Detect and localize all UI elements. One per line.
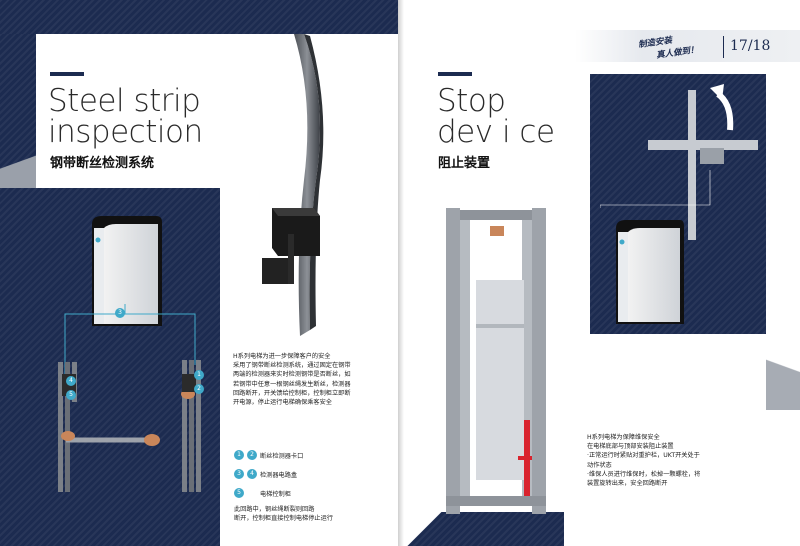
left-title-line2: inspection — [48, 114, 203, 150]
right-cabinet-image — [612, 218, 686, 326]
left-desc-line: 回路断开，开关馈给控制柜，控制柜立即断 — [233, 389, 351, 397]
legend-item-1: 1 2 断丝检测器卡口 — [234, 450, 303, 460]
steel-strip-closeup-image — [262, 34, 324, 336]
control-cabinet-image — [86, 214, 164, 328]
legend-item-2: 3 4 检测器电路盒 — [234, 469, 297, 479]
right-title-line2: dev i ce — [437, 114, 555, 150]
page-gutter-shadow — [398, 0, 404, 546]
left-desc-line: 两端的检测器来实时检测钢带是否断丝，如 — [233, 371, 351, 379]
left-description: H系列电梯为进一步保障客户的安全 采用了钢带断丝检测系统，通过固定在钢带 两端的… — [233, 352, 351, 407]
legend-bubble: 3 — [234, 469, 244, 479]
right-description: H系列电梯为保障维保安全 在电梯底部与顶部安装阻止装置 ·正常运行时紧贴对重护栏… — [587, 433, 700, 488]
right-grey-wedge — [766, 330, 800, 410]
left-top-navy-band — [0, 0, 400, 34]
legend-bubble: 1 — [234, 450, 244, 460]
left-desc-line: 采用了钢带断丝检测系统，通过固定在钢带 — [233, 362, 351, 370]
left-title-cn: 钢带断丝检测系统 — [50, 156, 155, 171]
right-bottom-white-wedge — [404, 512, 444, 546]
right-title-line1: Stop — [437, 83, 506, 119]
callout-2: 2 — [194, 384, 204, 394]
right-accent-bar — [438, 72, 472, 76]
right-desc-line: ·正常运行时紧贴对重护栏，UKT开关处于 — [587, 452, 700, 460]
legend-bubble: 4 — [247, 469, 257, 479]
right-desc-line: 动作状态 — [587, 461, 612, 469]
callout-1: 1 — [194, 370, 204, 380]
stop-device-rotation-image — [600, 84, 758, 240]
callout-5: 5 — [66, 390, 76, 400]
right-desc-line: ·维保人员进行维保时，松掉一颗螺栓，将 — [587, 470, 701, 478]
legend-bubble: 5 — [234, 488, 244, 498]
left-accent-bar — [50, 72, 84, 76]
right-desc-line: 装置旋转出来，安全回路断开 — [587, 480, 668, 488]
wiring-diagram — [64, 304, 196, 375]
left-desc-line: 开电源，停止运行电梯确保乘客安全 — [233, 399, 332, 407]
header-band — [575, 30, 800, 62]
left-desc-line: 若钢带中任意一根钢丝绳发生断丝，检测器 — [233, 380, 351, 388]
left-note: 此回路中，钢丝绳断裂则回路 断开，控制柜直接控制电梯停止运行 — [234, 505, 333, 523]
right-title-cn: 阻止装置 — [438, 156, 491, 171]
page-number: 17/18 — [730, 38, 771, 54]
header-divider — [723, 36, 724, 58]
left-note-line: 断开，控制柜直接控制电梯停止运行 — [234, 515, 333, 523]
legend-bubble: 2 — [247, 450, 257, 460]
left-desc-line: H系列电梯为进一步保障客户的安全 — [233, 353, 331, 360]
left-title-line1: Steel strip — [48, 83, 201, 119]
legend-label: 断丝检测器卡口 — [260, 452, 304, 460]
callout-4: 4 — [66, 376, 76, 386]
elevator-frame-image — [446, 208, 546, 514]
steel-belt-illustration — [58, 360, 201, 492]
left-note-line: 此回路中，钢丝绳断裂则回路 — [234, 506, 315, 513]
legend-label: 检测器电路盒 — [260, 471, 298, 479]
right-desc-line: H系列电梯为保障维保安全 — [587, 434, 660, 441]
right-desc-line: 在电梯底部与顶部安装阻止装置 — [587, 443, 674, 451]
legend-label: 电梯控制柜 — [260, 490, 291, 498]
legend-item-3: 5 电梯控制柜 — [234, 488, 291, 498]
callout-3-cabinet: 3 — [115, 308, 125, 318]
left-grey-wedge — [0, 140, 36, 190]
